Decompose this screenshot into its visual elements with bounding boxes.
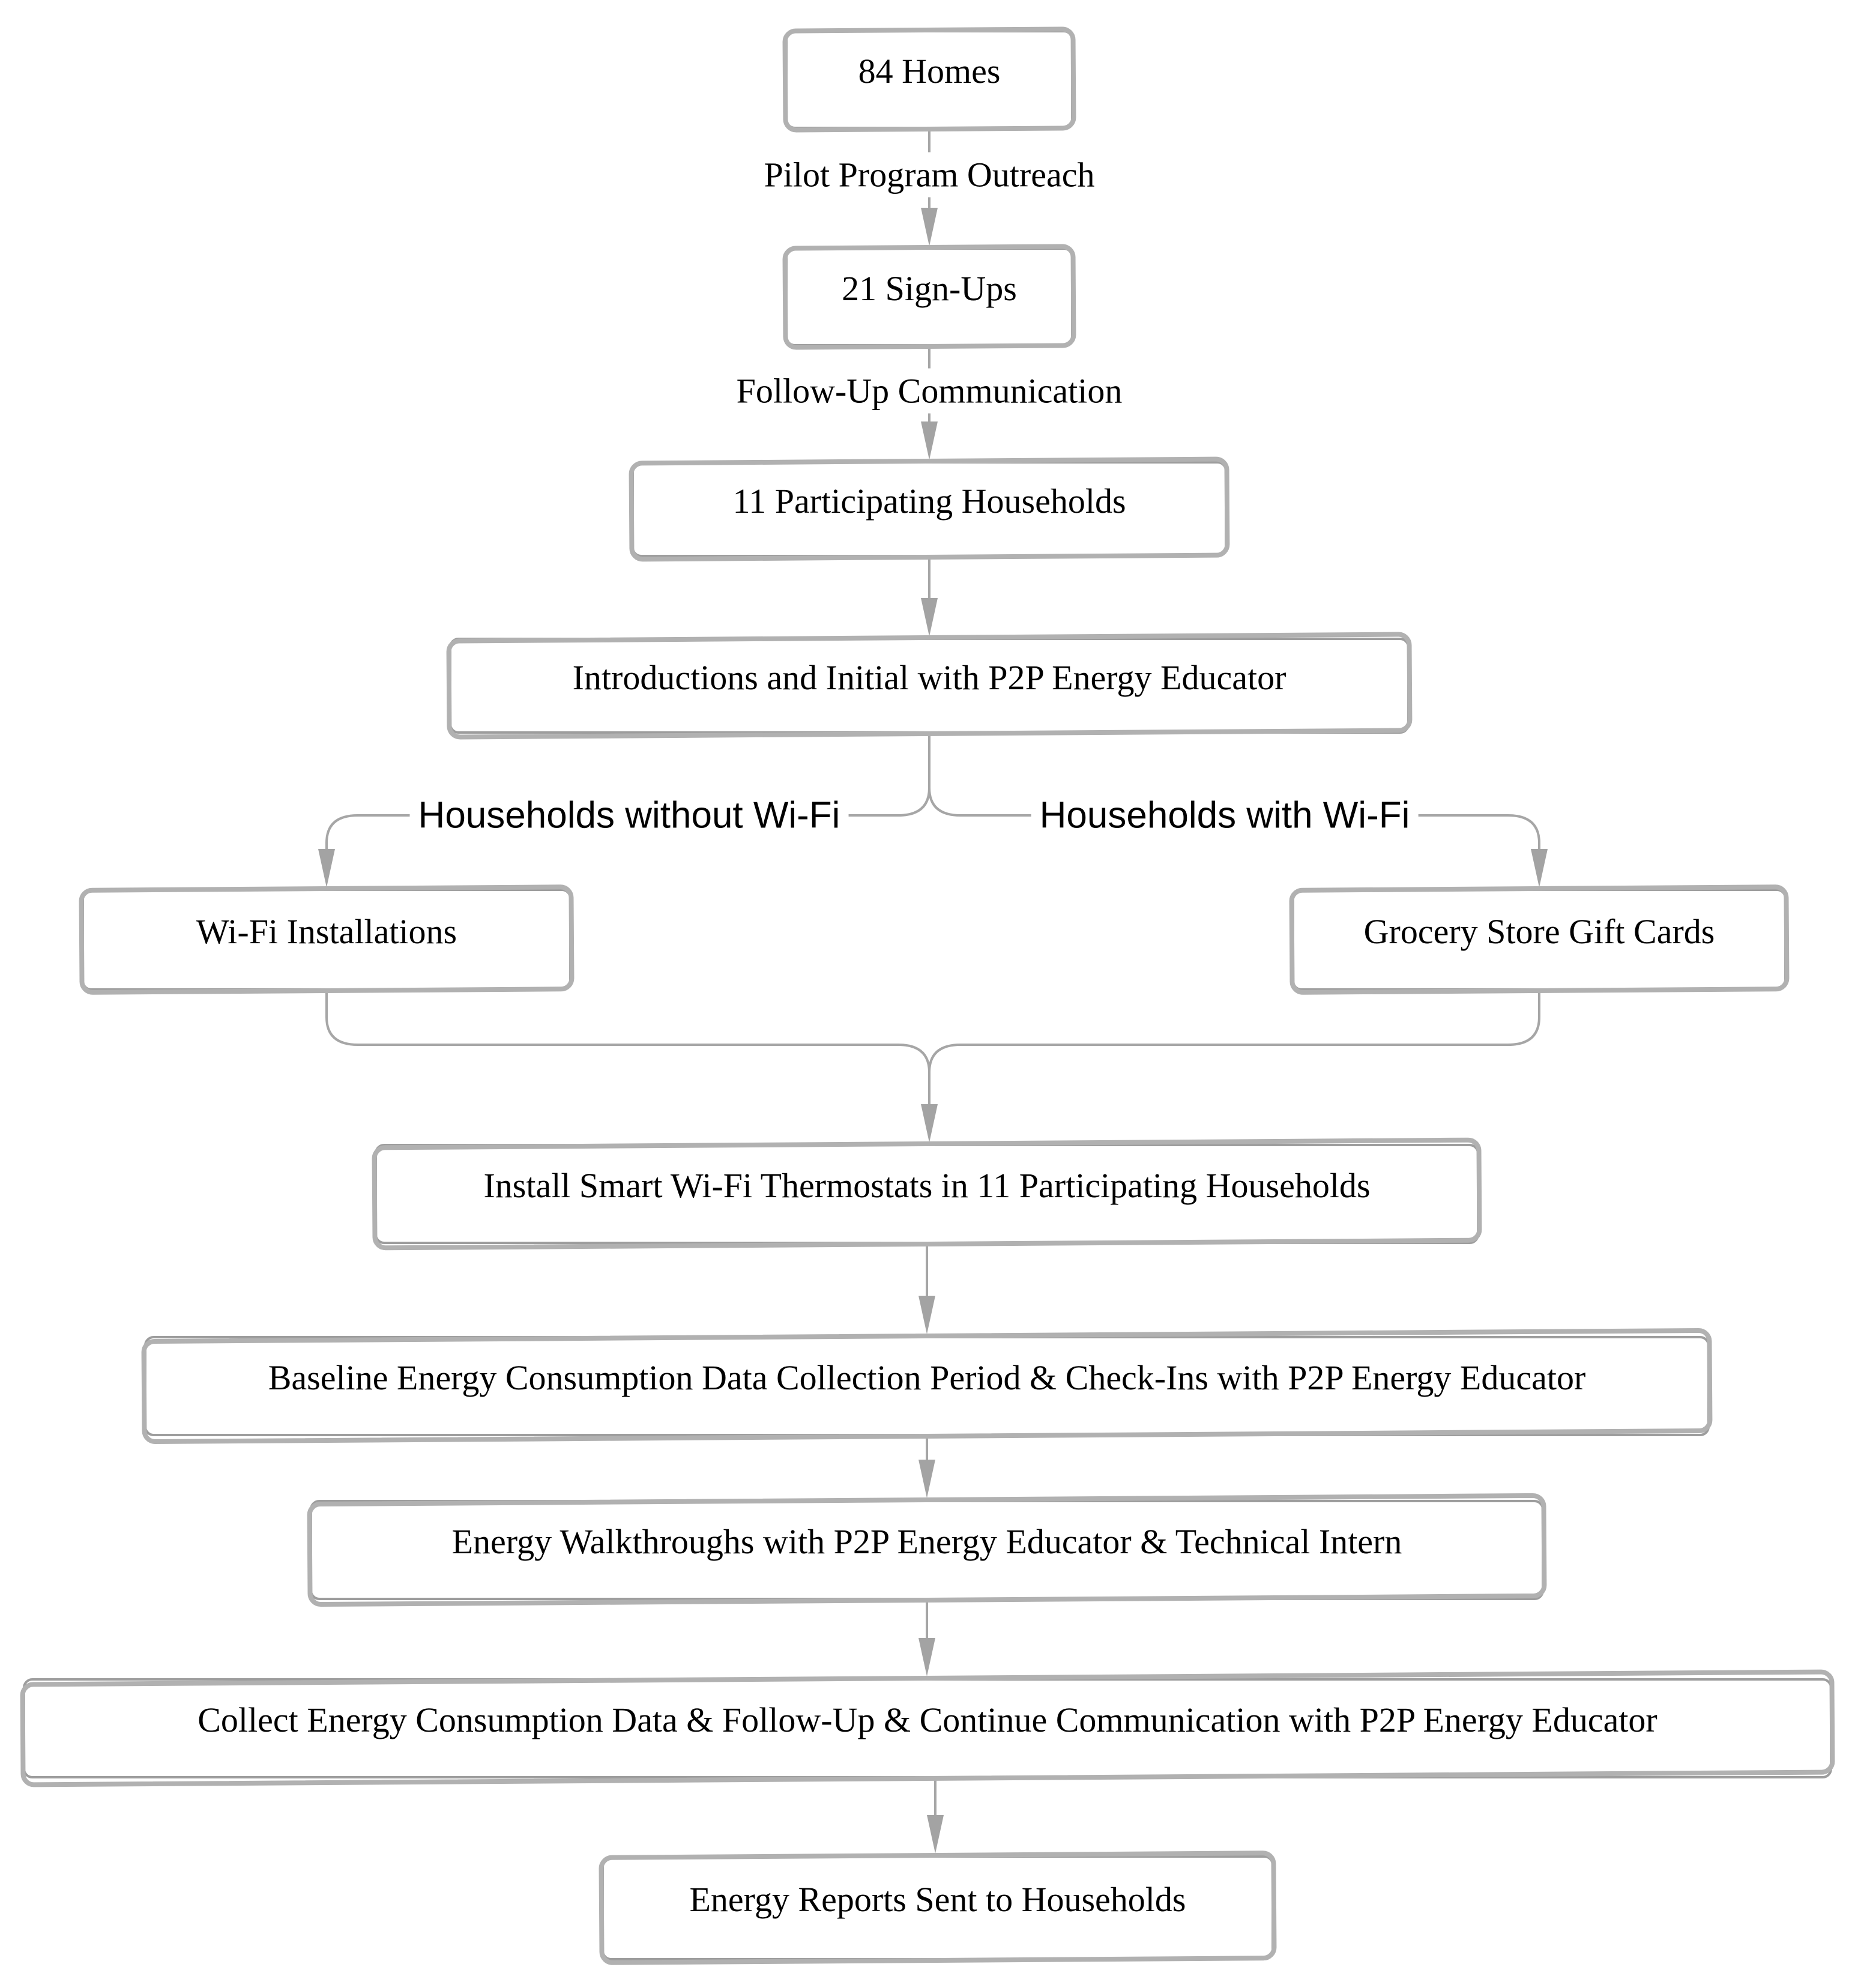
arrowhead-icon — [927, 1815, 944, 1854]
arrowhead-icon — [921, 421, 938, 460]
edge-label-follow-up-communication: Follow-Up Communication — [728, 368, 1131, 414]
arrowhead-icon — [921, 1104, 938, 1143]
edge-label-households-with-wifi: Households with Wi-Fi — [1031, 791, 1419, 839]
node-wifi-installations: Wi-Fi Installations — [82, 889, 572, 991]
node-grocery-store-gift-cards: Grocery Store Gift Cards — [1292, 889, 1787, 991]
arrowhead-icon — [1531, 849, 1548, 887]
node-11-participating-households: 11 Participating Households — [632, 461, 1227, 557]
node-install-smart-thermostats: Install Smart Wi-Fi Thermostats in 11 Pa… — [375, 1144, 1479, 1244]
node-collect-data-follow-up: Collect Energy Consumption Data & Follow… — [23, 1678, 1832, 1778]
node-energy-walkthroughs: Energy Walkthroughs with P2P Energy Educ… — [310, 1500, 1544, 1600]
node-introductions-p2p-educator: Introductions and Initial with P2P Energ… — [449, 638, 1410, 734]
connector-gift-cards-to-install — [928, 991, 1540, 1073]
edge-label-households-without-wifi: Households without Wi-Fi — [409, 791, 849, 839]
arrowhead-icon — [921, 598, 938, 636]
arrowhead-icon — [918, 1638, 935, 1676]
edge-label-pilot-program-outreach: Pilot Program Outreach — [755, 152, 1103, 198]
connector-wifi-installations-to-install — [325, 991, 931, 1108]
node-21-sign-ups: 21 Sign-Ups — [785, 247, 1073, 346]
arrowhead-icon — [918, 1460, 935, 1498]
arrowhead-icon — [318, 849, 335, 887]
node-baseline-data-collection: Baseline Energy Consumption Data Collect… — [144, 1336, 1710, 1436]
node-84-homes: 84 Homes — [785, 30, 1073, 129]
arrowhead-icon — [918, 1296, 935, 1334]
node-energy-reports: Energy Reports Sent to Households — [602, 1855, 1274, 1960]
arrowhead-icon — [921, 208, 938, 246]
